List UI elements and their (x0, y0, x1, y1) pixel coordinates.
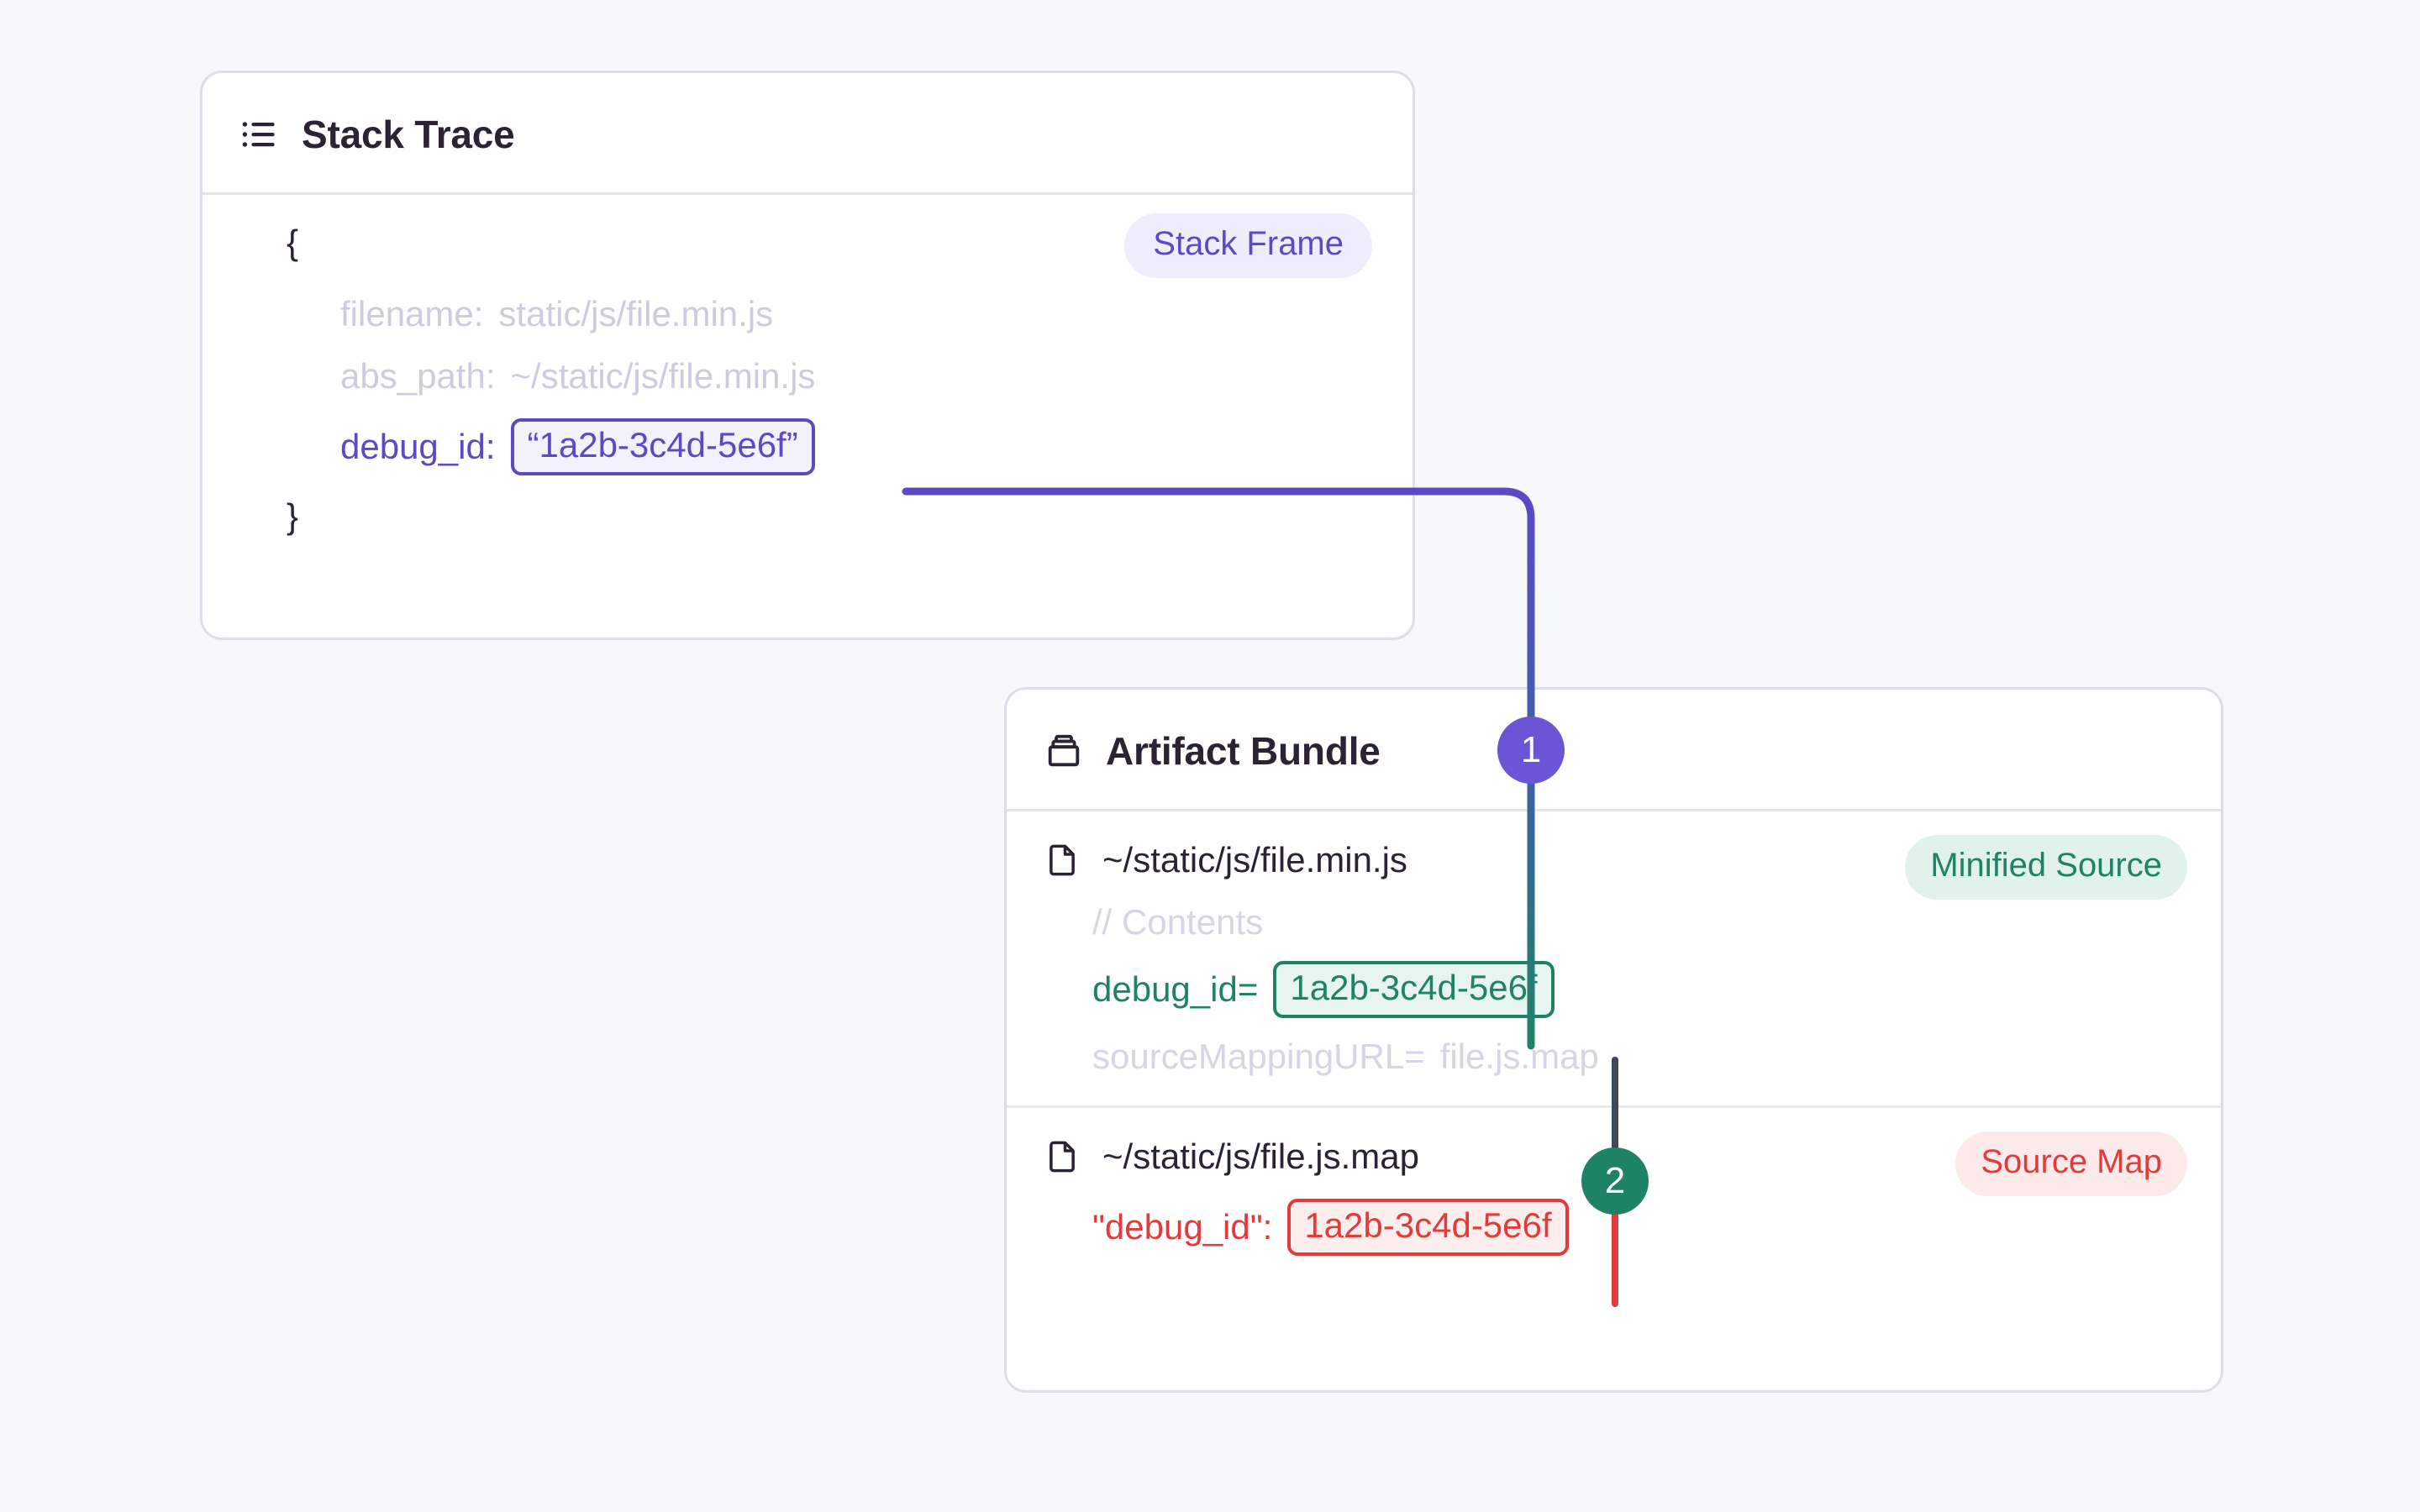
stack-field-filename-value: static/js/file.min.js (498, 294, 774, 333)
stack-field-debugid-value[interactable]: “1a2b-3c4d-5e6f” (510, 418, 815, 476)
stack-trace-title: Stack Trace (302, 113, 515, 156)
source-map-badge: Source Map (1955, 1131, 2187, 1197)
stack-field-abspath: abs_path: ~/static/js/file.min.js (239, 356, 1376, 396)
minified-source-badge: Minified Source (1905, 835, 2187, 900)
stack-frame-badge: Stack Frame (1124, 213, 1372, 278)
stack-field-debugid: debug_id: “1a2b-3c4d-5e6f” (239, 418, 1376, 476)
minified-line-sourcemappingurl-key: sourceMappingURL= (1092, 1037, 1425, 1077)
file-icon (1044, 1137, 1081, 1177)
artifact-file-minified-name: ~/static/js/file.min.js (1102, 840, 1407, 879)
minified-line-contents: // Contents (1044, 902, 2184, 942)
minified-line-debugid: debug_id= 1a2b-3c4d-5e6f (1044, 961, 2184, 1019)
artifact-file-sourcemap-name: ~/static/js/file.js.map (1102, 1137, 1419, 1177)
stack-trace-body: Stack Frame { filename: static/js/file.m… (203, 195, 1413, 568)
file-icon (1044, 840, 1081, 880)
stack-field-filename-key: filename: (340, 294, 484, 333)
artifact-bundle-header: Artifact Bundle (1007, 690, 2221, 811)
minified-line-debugid-value[interactable]: 1a2b-3c4d-5e6f (1273, 961, 1555, 1019)
sourcemap-line-debugid-key: "debug_id": (1092, 1207, 1273, 1247)
stack-trace-header: Stack Trace (203, 73, 1413, 195)
artifact-file-minified: Minified Source ~/static/js/file.min.js … (1007, 811, 2221, 1105)
artifact-file-sourcemap-head: ~/static/js/file.js.map (1044, 1137, 2184, 1177)
minified-line-sourcemappingurl: sourceMappingURL= file.js.map (1044, 1037, 2184, 1077)
stack-trace-card: Stack Trace Stack Frame { filename: stat… (200, 71, 1415, 640)
json-close-brace: } (287, 496, 299, 537)
json-open-brace: { (287, 223, 299, 262)
sourcemap-line-debugid-value[interactable]: 1a2b-3c4d-5e6f (1287, 1199, 1569, 1257)
stack-field-filename: filename: static/js/file.min.js (239, 294, 1376, 334)
artifact-bundle-title: Artifact Bundle (1106, 729, 1381, 773)
list-icon (239, 114, 280, 155)
step-marker-2: 2 (1581, 1147, 1649, 1215)
step-marker-1: 1 (1497, 717, 1565, 784)
minified-line-contents-key: // Contents (1092, 902, 1264, 942)
stack-field-abspath-value: ~/static/js/file.min.js (510, 356, 816, 396)
stack-field-debugid-key: debug_id: (340, 427, 496, 467)
sourcemap-line-debugid: "debug_id": 1a2b-3c4d-5e6f (1044, 1199, 2184, 1257)
minified-line-sourcemappingurl-value: file.js.map (1439, 1037, 1599, 1077)
minified-line-debugid-key: debug_id= (1092, 969, 1259, 1010)
archive-icon (1044, 731, 1084, 771)
artifact-bundle-card: Artifact Bundle Minified Source ~/static… (1004, 687, 2223, 1393)
stack-field-abspath-key: abs_path: (340, 356, 496, 396)
